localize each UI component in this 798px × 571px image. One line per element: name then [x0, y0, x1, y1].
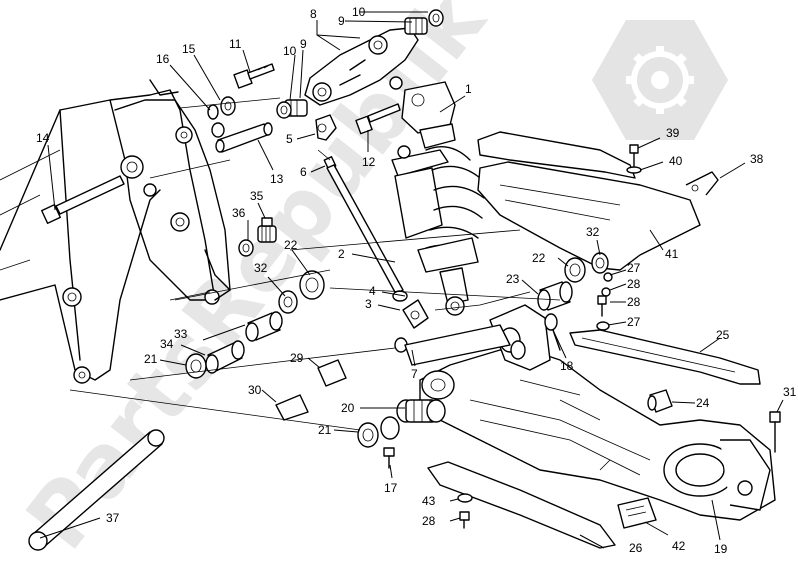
callout-38: 38 [750, 152, 764, 166]
callout-37: 37 [106, 511, 120, 525]
bolt-35 [257, 217, 277, 243]
callout-32-right: 32 [586, 225, 600, 239]
bushing-stack-left [185, 270, 325, 379]
callout-40: 40 [669, 154, 683, 168]
callout-6: 6 [300, 165, 307, 179]
callout-24: 24 [696, 396, 710, 410]
bolt-39 [626, 144, 642, 174]
bolt-31 [769, 411, 781, 453]
chain-slider-25 [569, 329, 761, 385]
callout-28-mid: 28 [627, 295, 641, 309]
callout-18: 18 [560, 359, 574, 373]
bushing-set-left [276, 99, 308, 119]
chain-guard [477, 131, 719, 271]
callout-11: 11 [229, 37, 242, 51]
callout-28-top: 28 [627, 277, 641, 291]
callout-33: 33 [174, 327, 188, 341]
callout-25: 25 [716, 328, 730, 342]
callout-3: 3 [365, 297, 372, 311]
callout-23: 23 [506, 272, 520, 286]
bolt-43-28-bottom [457, 493, 473, 529]
reference-lines [69, 97, 561, 431]
callout-17: 17 [384, 481, 398, 495]
callout-41: 41 [665, 247, 679, 261]
callout-7: 7 [411, 367, 418, 381]
washer-15-16 [207, 96, 236, 138]
leader-lines [39, 11, 784, 549]
callout-32-left: 32 [254, 261, 268, 275]
callout-35: 35 [250, 189, 264, 203]
plug-24 [647, 389, 673, 413]
callout-43: 43 [422, 494, 436, 508]
callout-22-right: 22 [532, 251, 546, 265]
washer-21-right [357, 416, 400, 448]
callout-30: 30 [248, 383, 262, 397]
callout-8: 8 [310, 7, 317, 21]
callout-21-left: 21 [144, 352, 158, 366]
frame [0, 79, 231, 384]
callout-10-top: 10 [352, 5, 366, 19]
shock-absorber [391, 81, 485, 316]
rocker-linkage [304, 27, 419, 106]
bushing-23 [537, 281, 573, 311]
bolt-17 [383, 447, 395, 469]
callout-16: 16 [156, 52, 170, 66]
washer-36 [238, 239, 254, 257]
callout-20: 20 [341, 401, 355, 415]
callout-4: 4 [369, 284, 376, 298]
callout-21-right: 21 [318, 423, 332, 437]
callout-labels: 1 2 3 4 5 6 7 8 9 9 10 10 11 12 13 14 15… [36, 5, 797, 556]
callout-9-top: 9 [338, 14, 345, 28]
bearings-20 [396, 399, 446, 423]
spindle-14 [40, 175, 125, 225]
gear-icon [592, 20, 728, 140]
bolt-12 [355, 103, 401, 135]
callout-15: 15 [182, 42, 196, 56]
callout-14: 14 [36, 131, 50, 145]
callout-26: 26 [629, 541, 643, 555]
callout-9-left: 9 [300, 37, 307, 51]
callout-27-top: 27 [627, 261, 641, 275]
callout-5: 5 [286, 132, 293, 146]
pin-13 [215, 122, 273, 153]
bumper-29 [317, 359, 347, 387]
callout-13: 13 [270, 172, 284, 186]
plate-42 [617, 497, 657, 529]
callout-31: 31 [783, 385, 797, 399]
callout-36: 36 [232, 206, 246, 220]
callout-29: 29 [290, 351, 304, 365]
callout-27-bottom: 27 [627, 315, 641, 329]
pull-rod [315, 114, 429, 353]
callout-1: 1 [465, 82, 472, 96]
shaft-37 [28, 429, 165, 551]
bushing-22-right [564, 252, 609, 283]
callout-10-left: 10 [283, 44, 297, 58]
bolt-11 [233, 63, 275, 89]
callout-42: 42 [672, 539, 686, 553]
callout-28-bottom: 28 [422, 514, 436, 528]
bumper-30 [275, 394, 309, 421]
callout-19: 19 [714, 542, 728, 556]
callout-22-left: 22 [284, 238, 298, 252]
callout-39: 39 [666, 126, 680, 140]
callout-12: 12 [362, 155, 376, 169]
callout-2: 2 [338, 247, 345, 261]
bolts-27-28-right [596, 272, 613, 331]
callout-34: 34 [160, 337, 174, 351]
